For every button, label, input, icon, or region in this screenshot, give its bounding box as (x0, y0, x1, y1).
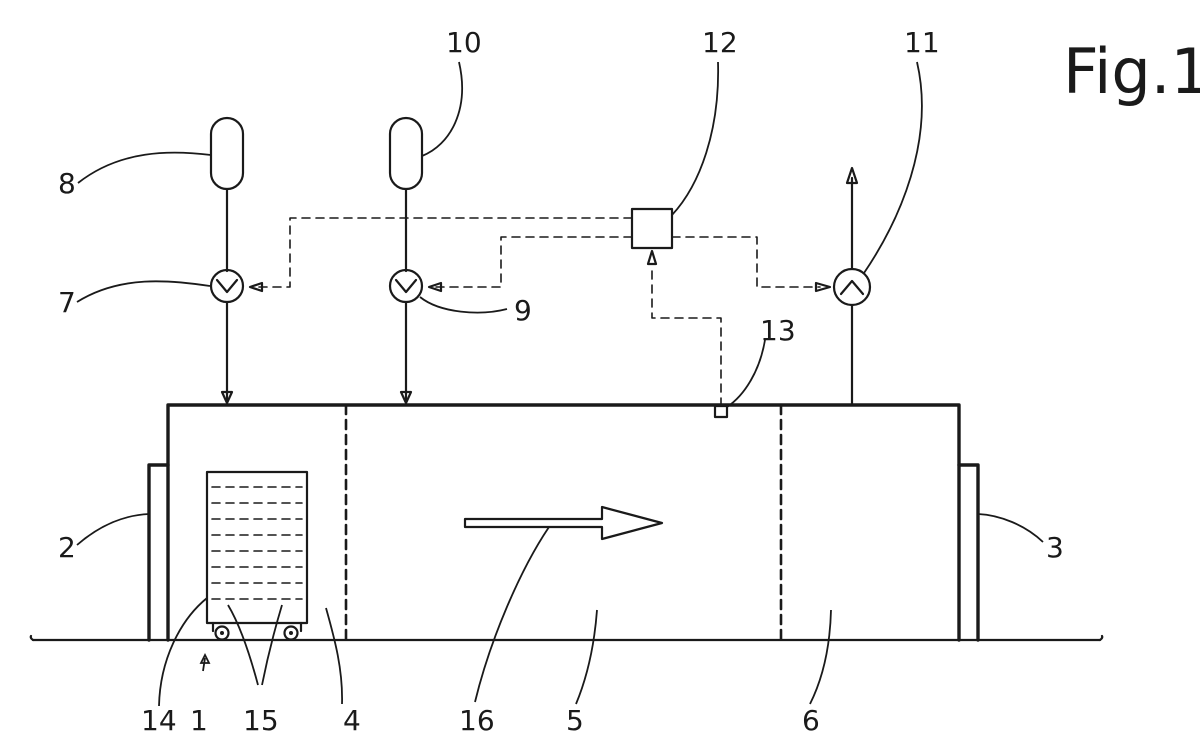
label-3: 3 (1046, 531, 1064, 564)
pump-7 (209, 268, 245, 304)
supply-arrow-8 (220, 390, 234, 405)
trolley-wheel-left (214, 625, 230, 641)
floor-line-end-left (29, 634, 35, 642)
supply-arrow-10 (399, 390, 413, 405)
label-11: 11 (904, 26, 940, 59)
leader-15b (261, 604, 283, 686)
label-2: 2 (58, 531, 76, 564)
leader-9 (419, 296, 508, 314)
label-16: 16 (459, 704, 495, 737)
leader-10 (421, 61, 463, 157)
leader-11 (863, 61, 923, 274)
trolley (205, 470, 309, 641)
leader-3 (977, 513, 1044, 543)
leader-7 (76, 280, 211, 303)
leader-4 (325, 607, 343, 705)
flow-direction-arrow (463, 505, 664, 541)
leader-14 (158, 597, 208, 707)
leader-6 (809, 609, 832, 705)
trolley-wheel-right (283, 625, 299, 641)
gas-tank-8 (209, 116, 245, 191)
chamber-outline (166, 403, 961, 642)
exhaust-fan-11 (832, 267, 872, 307)
leader-1 (202, 657, 206, 672)
signal-line-to-pump-9 (434, 236, 633, 288)
gas-tank-10 (388, 116, 424, 191)
leader-13 (726, 339, 766, 408)
label-13: 13 (760, 314, 796, 347)
label-12: 12 (702, 26, 738, 59)
entry-door (147, 463, 170, 642)
label-9: 9 (514, 294, 532, 327)
signal-arrow-controller (646, 249, 658, 266)
figure-title: Fig.1 (1063, 35, 1200, 108)
sensor (713, 404, 729, 419)
leader-15a (227, 604, 259, 686)
leader-5 (575, 609, 598, 705)
label-1: 1 (190, 704, 208, 737)
tray-lines (211, 486, 303, 600)
leader-16 (474, 526, 550, 703)
leader-8 (77, 151, 212, 184)
controller-box (630, 207, 674, 250)
label-7: 7 (58, 286, 76, 319)
label-10: 10 (446, 26, 482, 59)
leader-12 (671, 61, 719, 216)
signal-arrow-fan-11 (814, 281, 832, 293)
pump-9 (388, 268, 424, 304)
label-6: 6 (802, 704, 820, 737)
label-15: 15 (243, 704, 279, 737)
leader-1-arrow (199, 652, 211, 664)
exit-door (957, 463, 980, 642)
label-4: 4 (343, 704, 361, 737)
exhaust-arrow (845, 166, 859, 185)
signal-arrow-pump-9 (427, 281, 443, 293)
signal-line-to-fan-11 (671, 236, 821, 288)
signal-arrow-pump-7 (248, 281, 264, 293)
leader-2 (76, 513, 150, 546)
floor-line-end-right (1098, 634, 1104, 642)
label-8: 8 (58, 167, 76, 200)
label-14: 14 (141, 704, 177, 737)
signal-line-to-pump-7 (255, 217, 633, 288)
signal-line-from-sensor (651, 265, 722, 407)
label-5: 5 (566, 704, 584, 737)
